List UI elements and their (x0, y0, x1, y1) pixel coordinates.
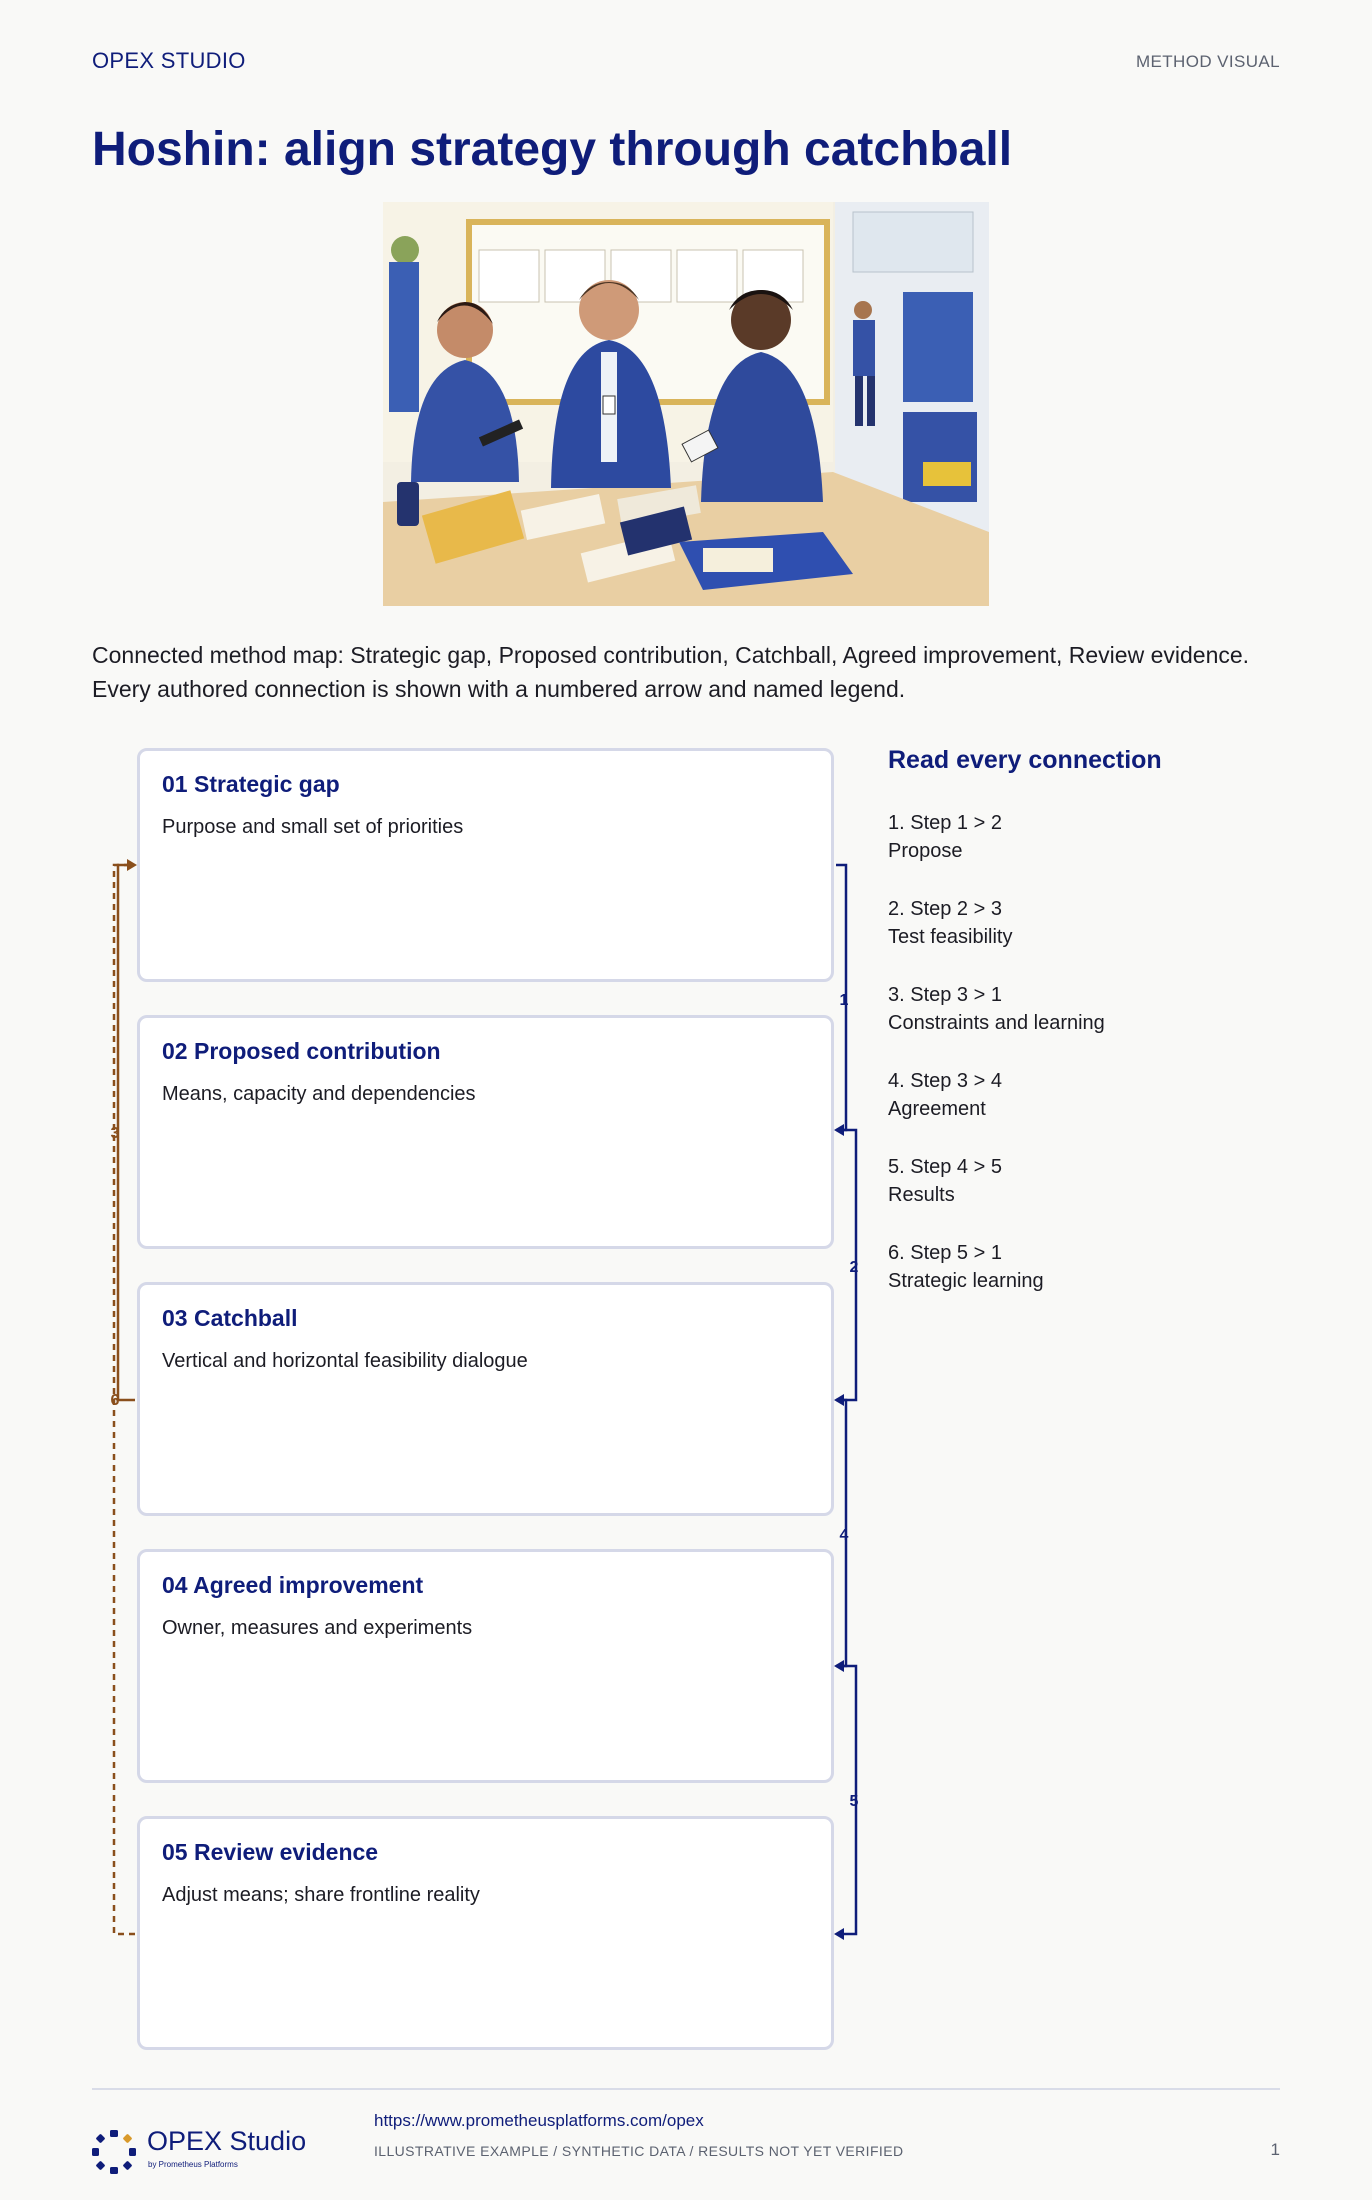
team-meeting-illustration (383, 202, 989, 606)
step-card-review-evidence: 05 Review evidence Adjust means; share f… (137, 1816, 834, 2050)
step-card-catchball: 03 Catchball Vertical and horizontal fea… (137, 1282, 834, 1516)
legend-route: 4. Step 3 > 4 (888, 1070, 1002, 1092)
connector-5-arrowhead (834, 1928, 844, 1940)
step-card-proposed-contribution: 02 Proposed contribution Means, capacity… (137, 1015, 834, 1249)
footer-url-link[interactable]: https://www.prometheusplatforms.com/opex (374, 2111, 704, 2130)
legend-item: 6. Step 5 > 1 Strategic learning (888, 1239, 1308, 1295)
legend-item: 2. Step 2 > 3 Test feasibility (888, 895, 1308, 951)
header-brand: OPEX STUDIO (92, 48, 246, 73)
folder (421, 490, 525, 564)
connector-2-label: 2 (849, 1259, 859, 1276)
illustration-svg (383, 202, 989, 606)
connector-2-arrowhead (834, 1394, 844, 1406)
step-description: Purpose and small set of priorities (162, 816, 464, 838)
logo-tagline: by Prometheus Platforms (148, 2160, 238, 2169)
step-description: Owner, measures and experiments (162, 1617, 473, 1639)
step-title: 01 Strategic gap (162, 771, 340, 797)
step-title: 03 Catchball (162, 1305, 298, 1331)
legend-list: 1. Step 1 > 2 Propose 2. Step 2 > 3 Test… (888, 809, 1308, 1295)
legend-route: 3. Step 3 > 1 (888, 984, 1002, 1006)
step-title: 02 Proposed contribution (162, 1038, 441, 1064)
legend-connection-name: Agreement (888, 1098, 986, 1120)
legend-item: 1. Step 1 > 2 Propose (888, 809, 1308, 865)
step-description: Means, capacity and dependencies (162, 1083, 476, 1105)
connector-3-arrowhead (127, 859, 137, 871)
opex-logo-icon (92, 2130, 136, 2174)
step-title: 05 Review evidence (162, 1839, 379, 1865)
legend-route: 1. Step 1 > 2 (888, 812, 1002, 834)
step-description: Vertical and horizontal feasibility dial… (162, 1350, 528, 1372)
legend-item: 3. Step 3 > 1 Constraints and learning (888, 981, 1308, 1037)
logo-wordmark: OPEX Studio (147, 2126, 307, 2156)
legend-route: 6. Step 5 > 1 (888, 1242, 1002, 1264)
connector-1-arrowhead (834, 1124, 844, 1136)
step-card-agreed-improvement: 04 Agreed improvement Owner, measures an… (137, 1549, 834, 1783)
legend-connection-name: Constraints and learning (888, 1012, 1105, 1034)
page-number: 1 (1270, 2140, 1280, 2159)
legend-connection-name: Propose (888, 840, 963, 862)
legend-connection-name: Results (888, 1184, 955, 1206)
footer-divider (92, 2088, 1280, 2090)
connector-6-label: 6 (110, 1392, 120, 1409)
step-card-strategic-gap: 01 Strategic gap Purpose and small set o… (137, 748, 834, 982)
step-description: Adjust means; share frontline reality (162, 1884, 480, 1906)
connector-1-label: 1 (839, 992, 849, 1009)
legend-route: 2. Step 2 > 3 (888, 898, 1002, 920)
header-tag: METHOD VISUAL (1135, 52, 1280, 71)
legend-title: Read every connection (888, 746, 1162, 774)
legend-item: 5. Step 4 > 5 Results (888, 1153, 1308, 1209)
intro-text: Connected method map: Strategic gap, Pro… (92, 642, 1250, 702)
connector-3-arrow (116, 863, 135, 1402)
legend-connection-name: Test feasibility (888, 926, 1013, 948)
connector-4-label: 4 (839, 1527, 849, 1544)
connector-4-arrowhead (834, 1660, 844, 1672)
cabinet (389, 262, 419, 412)
legend-route: 5. Step 4 > 5 (888, 1156, 1002, 1178)
footer-disclaimer: ILLUSTRATIVE EXAMPLE / SYNTHETIC DATA / … (374, 2143, 904, 2159)
connector-3-label: 3 (110, 1125, 120, 1142)
page-title: Hoshin: align strategy through catchball (92, 123, 1013, 176)
legend-connection-name: Strategic learning (888, 1270, 1044, 1292)
connection-legend: Read every connection 1. Step 1 > 2 Prop… (888, 746, 1308, 1325)
connector-5-label: 5 (849, 1793, 859, 1810)
legend-item: 4. Step 3 > 4 Agreement (888, 1067, 1308, 1123)
step-title: 04 Agreed improvement (162, 1572, 424, 1598)
